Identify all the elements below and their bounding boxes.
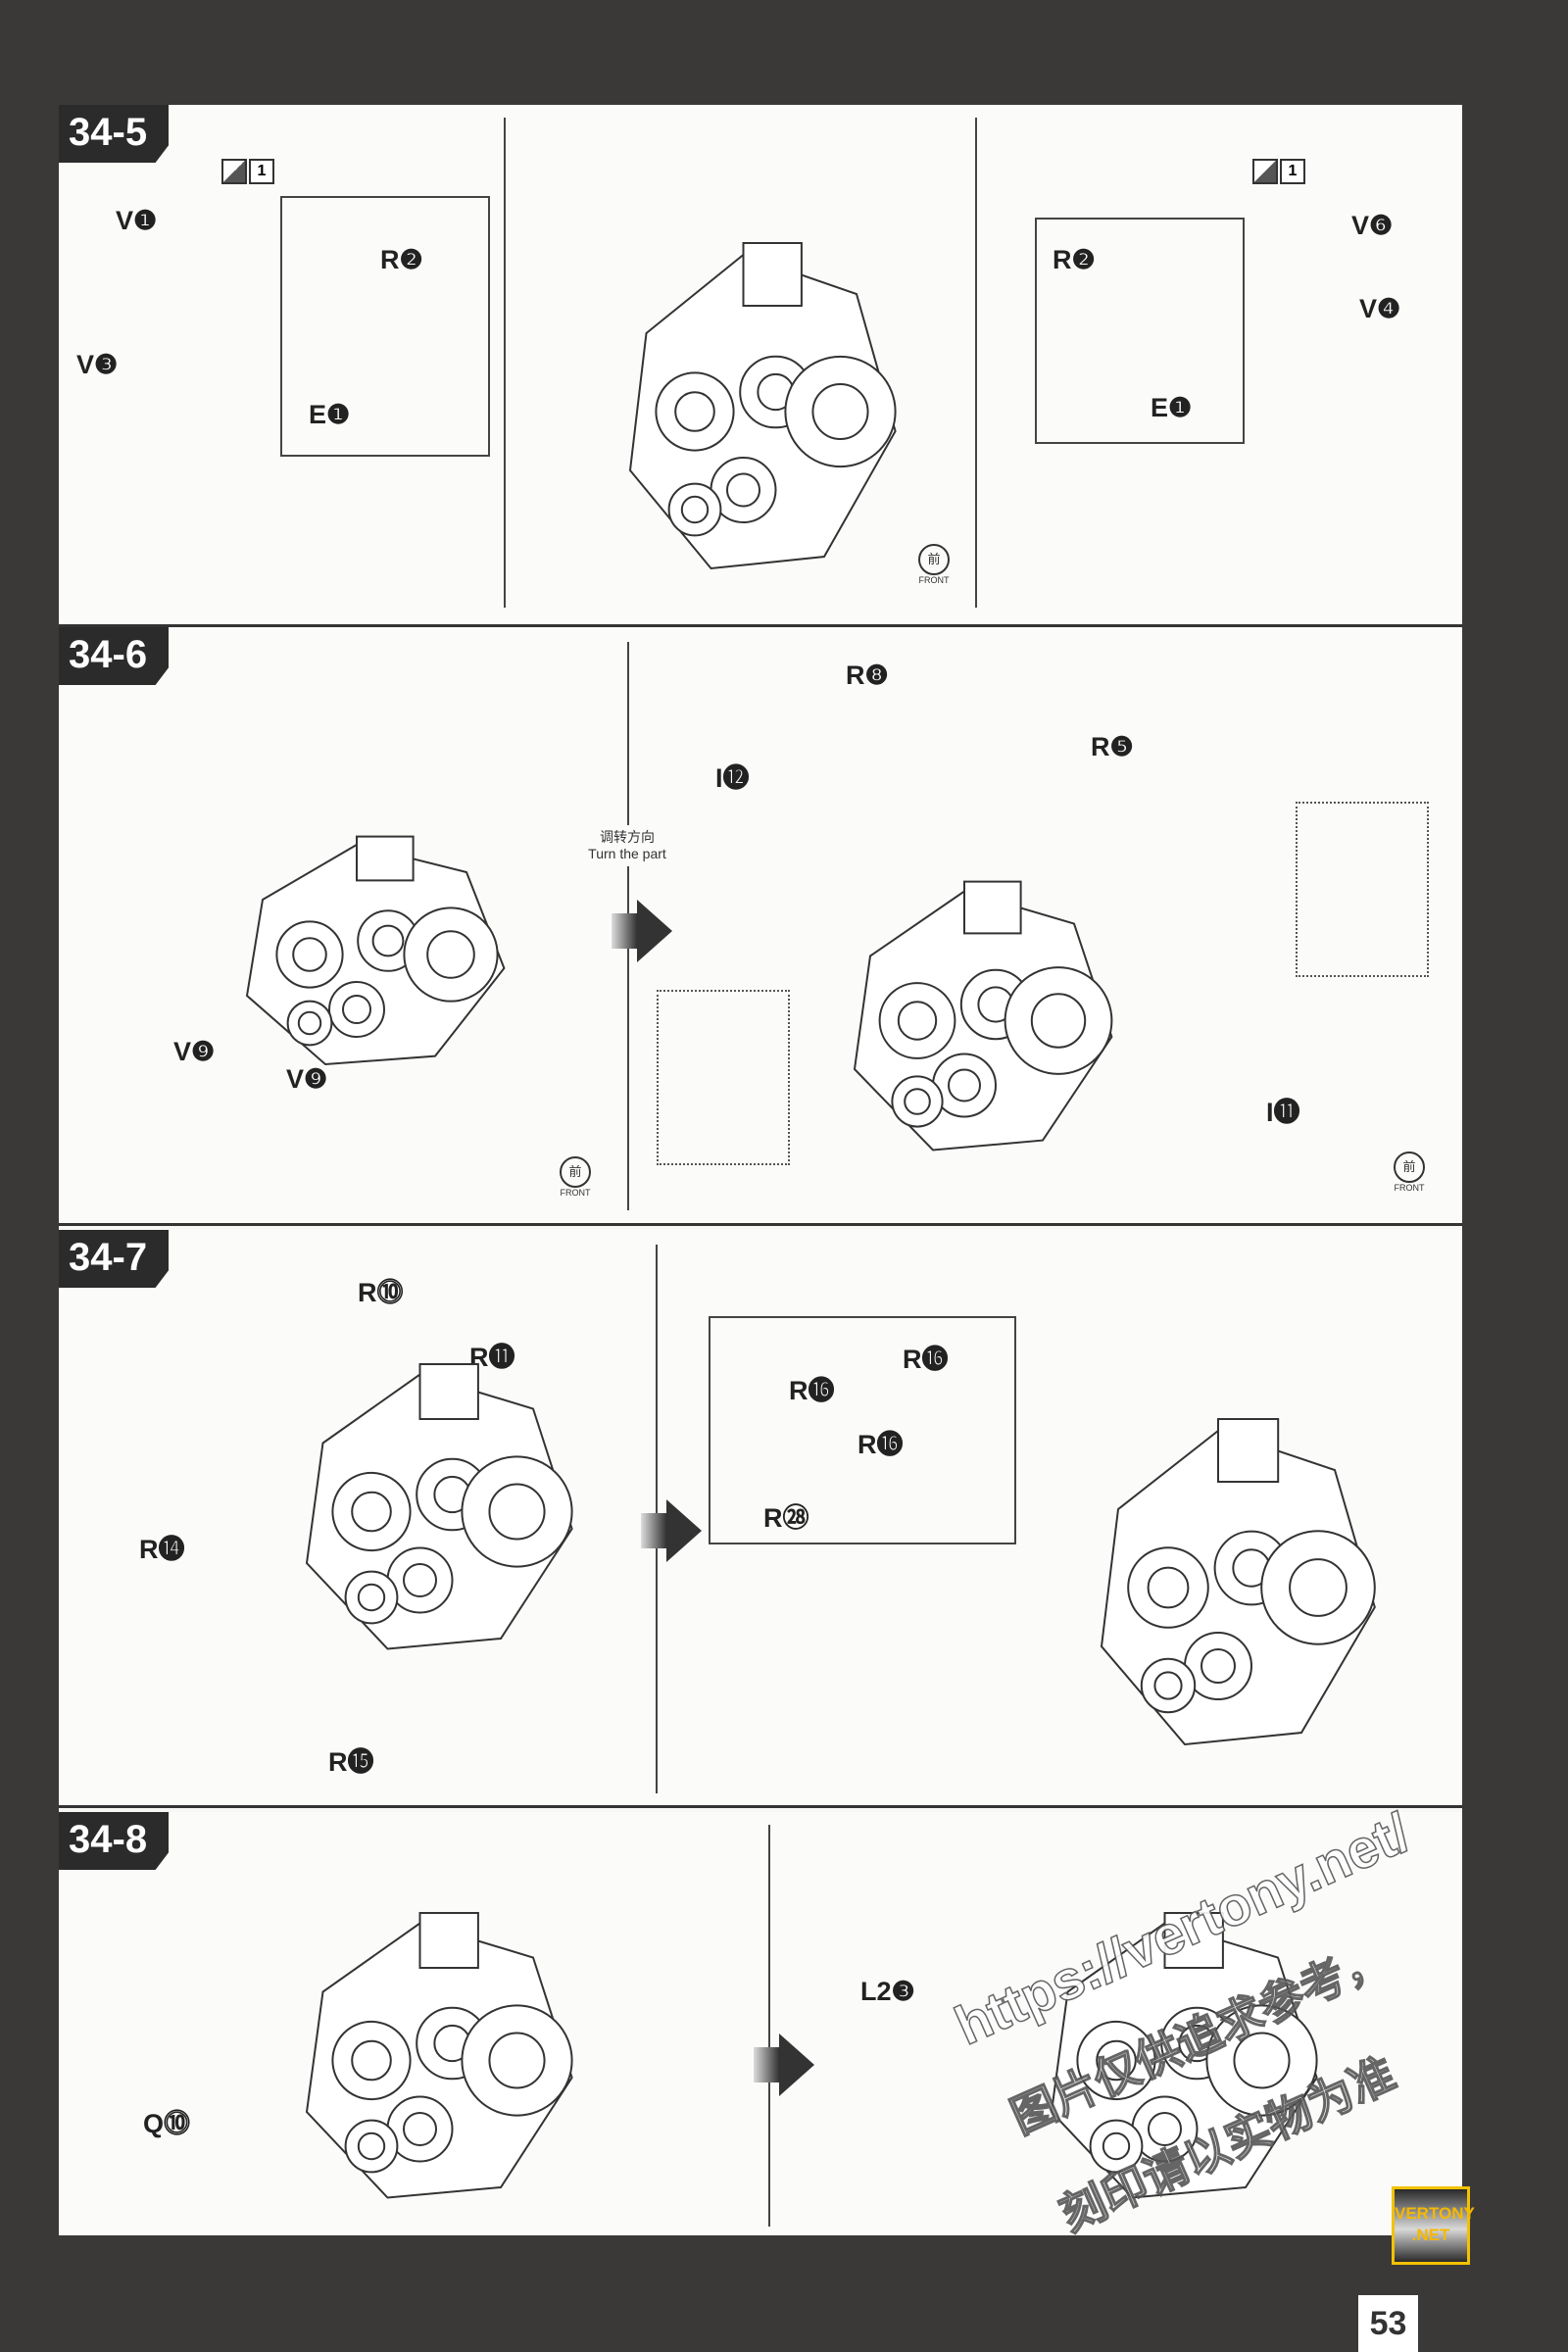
part-label: Q⓾ (143, 2109, 191, 2138)
part-label: R⓾ (358, 1278, 404, 1307)
part-label: V❶ (116, 206, 158, 235)
detail-inset (657, 990, 790, 1165)
front-label: FRONT (918, 575, 950, 585)
part-label: R❷ (380, 245, 423, 274)
front-glyph: 前 (1394, 1152, 1425, 1183)
mech-core-illustration (1019, 1872, 1343, 2215)
divider (504, 118, 506, 608)
nipper-icon (221, 159, 247, 184)
detail-inset (1296, 802, 1429, 977)
mech-core-illustration (216, 804, 529, 1078)
mech-line-art (245, 835, 506, 1066)
part-label: R⓰ (789, 1376, 835, 1405)
part-label: R❷ (1053, 245, 1096, 274)
detail-inset (1035, 218, 1245, 444)
mech-line-art (628, 242, 897, 570)
part-label: L2❸ (860, 1977, 915, 2006)
mech-core-illustration (823, 843, 1137, 1166)
mech-line-art (305, 1912, 573, 2199)
turn-en: Turn the part (588, 846, 666, 861)
detail-inset (709, 1316, 1016, 1544)
step-number: 34-7 (59, 1230, 170, 1288)
front-label: FRONT (560, 1188, 591, 1198)
mech-core-illustration (274, 1872, 598, 2215)
part-label: I⓬ (715, 763, 750, 793)
part-label: R⓮ (139, 1535, 185, 1564)
step-number: 34-5 (59, 105, 170, 163)
part-label: V❾ (173, 1037, 216, 1066)
mech-core-illustration (598, 196, 921, 588)
front-label: FRONT (1394, 1183, 1425, 1193)
mech-line-art (305, 1363, 573, 1650)
part-label: V❸ (76, 350, 119, 379)
nipper-icon (1252, 159, 1278, 184)
divider (768, 1825, 770, 2227)
mech-line-art (853, 880, 1113, 1152)
part-label: E❶ (1151, 393, 1193, 422)
front-glyph: 前 (918, 544, 950, 575)
step-number: 34-8 (59, 1812, 170, 1870)
mech-core-illustration (1068, 1372, 1401, 1764)
part-label: I⓫ (1266, 1098, 1300, 1127)
part-label: E❶ (309, 400, 351, 429)
next-arrow-icon (612, 900, 672, 962)
part-label: R⓰ (903, 1345, 949, 1374)
part-label: R❺ (1091, 732, 1134, 761)
next-arrow-icon (641, 1499, 702, 1562)
part-label: V❾ (286, 1064, 328, 1094)
logo-line: VERTONY (1395, 2204, 1475, 2223)
vertony-logo: VERTONY .NET (1392, 2186, 1475, 2265)
front-glyph: 前 (560, 1156, 591, 1188)
part-label: V❹ (1359, 294, 1401, 323)
part-label: R⓯ (328, 1747, 374, 1777)
step-icon-number: 1 (1280, 159, 1305, 184)
part-label: R㉘ (763, 1503, 809, 1533)
mech-core-illustration (274, 1323, 598, 1666)
mech-line-art (1050, 1912, 1318, 2199)
turn-zh: 调转方向 (600, 829, 655, 845)
logo-line: .NET (1411, 2226, 1450, 2244)
part-label: R❽ (846, 661, 889, 690)
part-label: V❻ (1351, 211, 1394, 240)
divider (975, 118, 977, 608)
detail-inset (280, 196, 490, 457)
page-number: 53 (1358, 2295, 1418, 2352)
step-number: 34-6 (59, 627, 170, 685)
mech-line-art (1100, 1418, 1376, 1746)
part-label: R⓰ (858, 1430, 904, 1459)
next-arrow-icon (754, 2034, 814, 2096)
step-icon-number: 1 (249, 159, 274, 184)
